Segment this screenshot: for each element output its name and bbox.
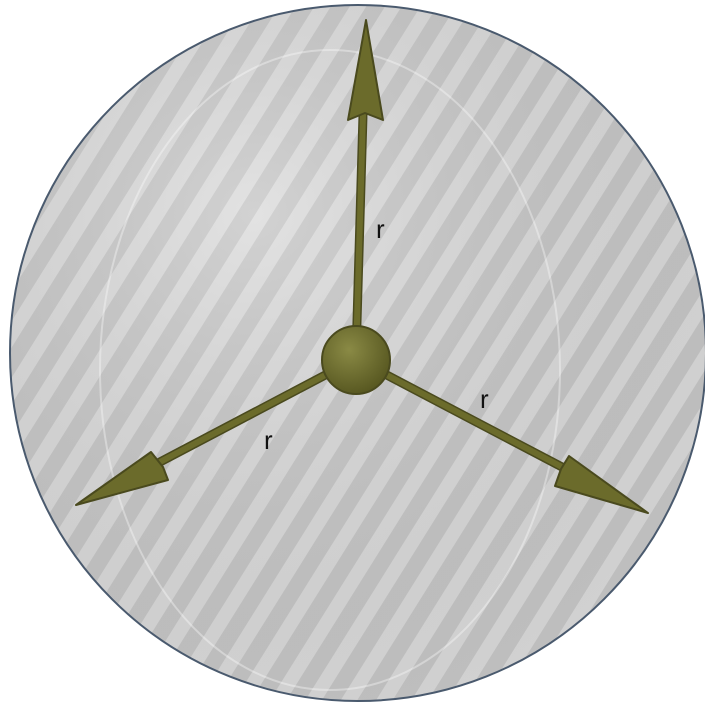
sphere-center	[322, 326, 390, 394]
radius-label-right: r	[480, 384, 489, 414]
radius-label-left: r	[264, 425, 273, 455]
radius-label-up: r	[376, 214, 385, 244]
